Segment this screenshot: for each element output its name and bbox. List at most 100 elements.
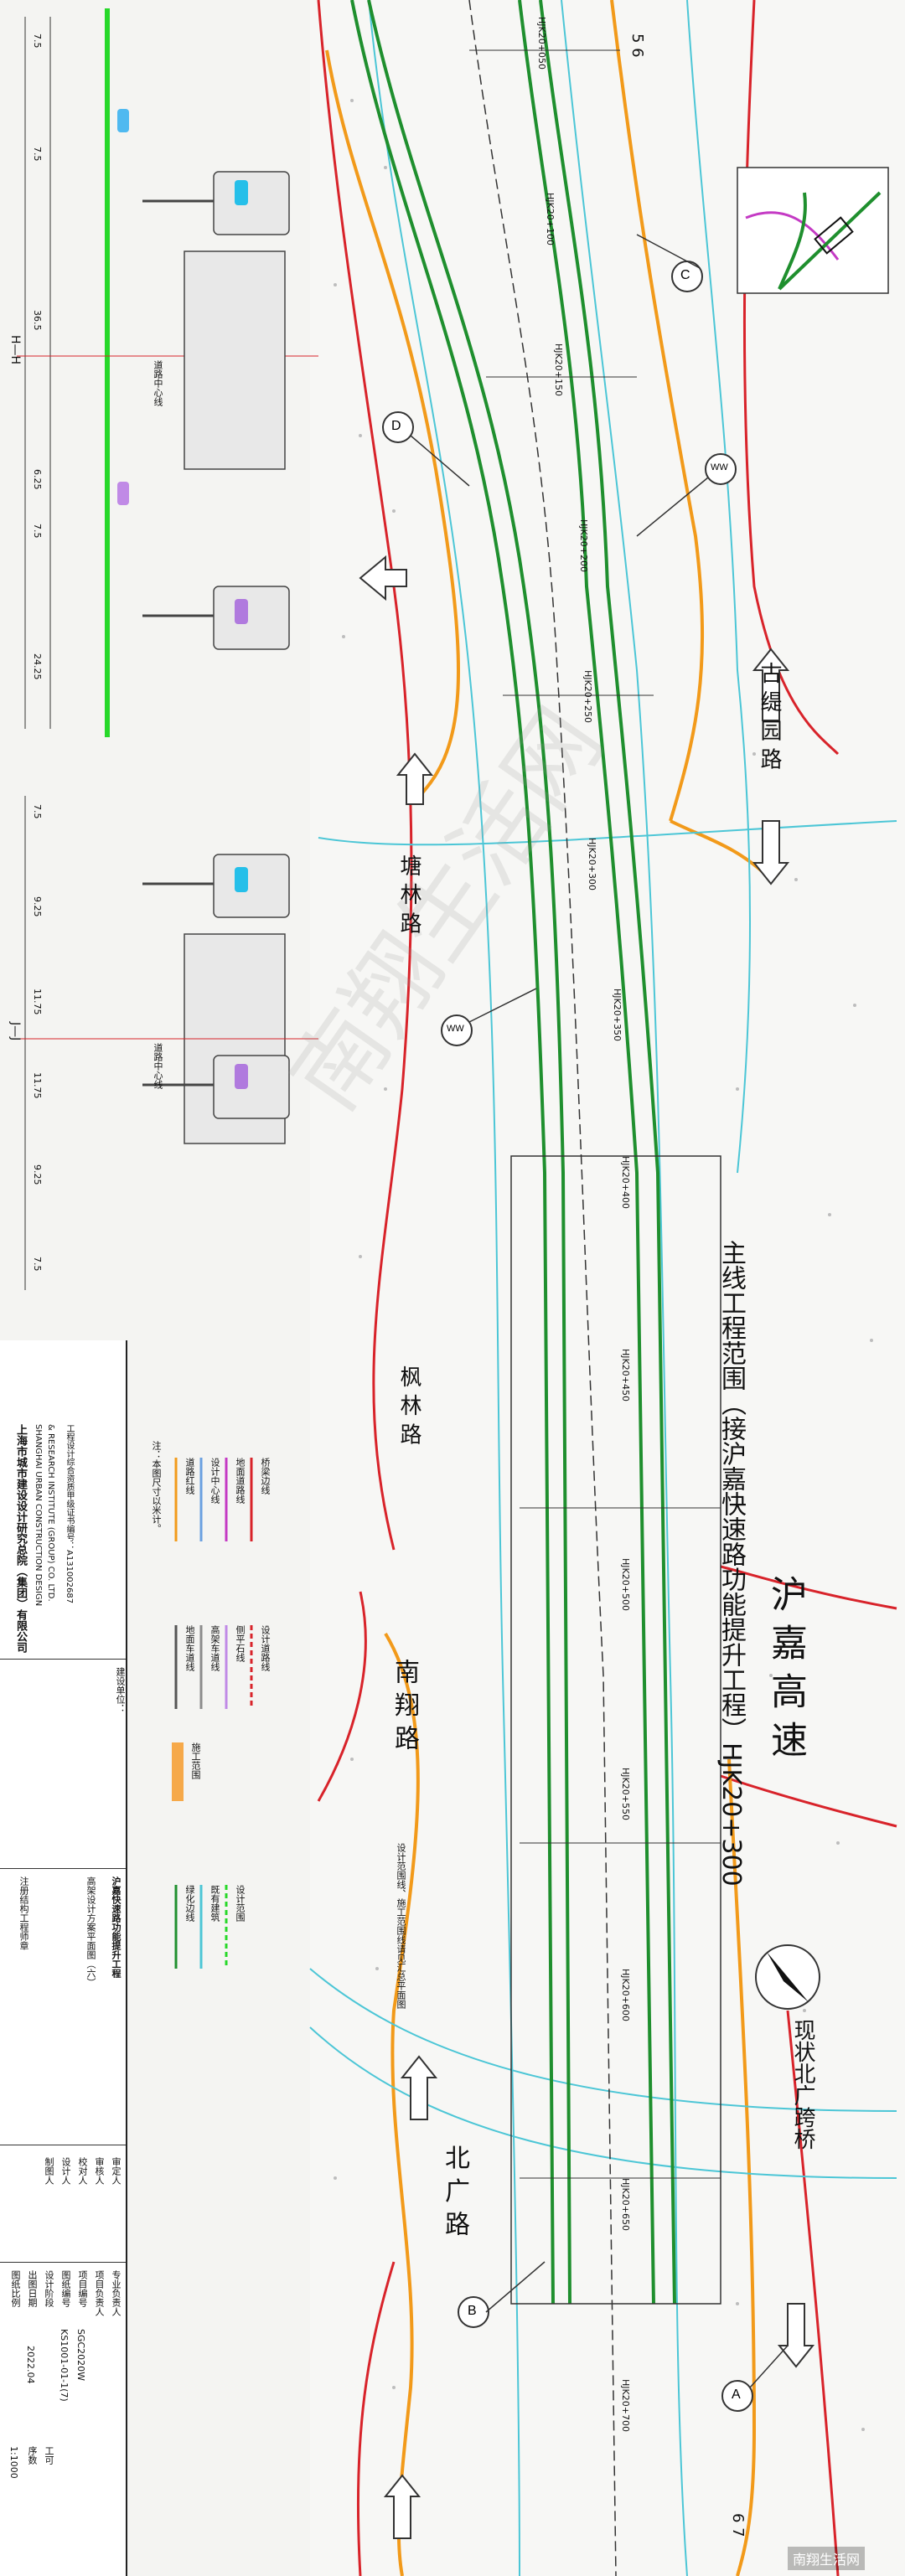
- legend-item: 设计范围: [235, 1885, 246, 1922]
- centerline: [468, 0, 617, 2576]
- institute-en-1: SHANGHAI URBAN CONSTRUCTION DESIGN: [34, 1424, 43, 1607]
- marker-b: B: [468, 2304, 477, 2318]
- station-label: HJK20+150: [553, 343, 564, 396]
- stage: 工可: [44, 2446, 54, 2465]
- dwg-no: KS1001-01-1(7): [59, 2329, 70, 2402]
- arrow-icon: [396, 752, 434, 805]
- traffic-arrows: [359, 555, 815, 2539]
- legend-item: 道路红线: [184, 1458, 195, 1494]
- key-map: [737, 167, 889, 294]
- median-label: 道路中心线: [153, 360, 163, 406]
- arrow-icon: [752, 648, 790, 721]
- station-label: HJK20+050: [536, 17, 547, 70]
- legend-item: 地面道路线: [235, 1458, 246, 1504]
- legend-item: 设计道路线: [260, 1625, 271, 1671]
- proj-no: SGC2020W: [75, 2329, 86, 2382]
- legend-item: 设计中心线: [209, 1458, 220, 1504]
- viaduct-green-lines: [350, 0, 676, 2305]
- section-6-7: 6 7: [729, 2513, 747, 2537]
- road-tanglin: 塘 林 路: [396, 854, 421, 934]
- arrow-icon: [752, 820, 790, 885]
- legend-swatches: [172, 1458, 253, 1969]
- legend-item: 地面车道线: [184, 1625, 195, 1671]
- station-label: HJK20+450: [620, 1349, 631, 1402]
- station-label: HJK20+650: [620, 2178, 631, 2231]
- field-item: 项目负责人: [94, 2270, 105, 2316]
- scale-label: 图纸比例: [10, 2270, 21, 2307]
- legend-item: 高架车道线: [209, 1625, 220, 1671]
- stage-label: 设计阶段: [44, 2270, 54, 2307]
- marker-ww1: WW: [711, 462, 728, 472]
- road-guyi: 古 缇 园 路: [757, 662, 782, 770]
- legend-note: 注：本图尺寸以米计。: [151, 1441, 162, 1533]
- station-label: HJK20+550: [620, 1768, 631, 1820]
- proj-no-label: 项目编号: [77, 2270, 88, 2307]
- institute-en-2: & RESEARCH INSTITUTE (GROUP) CO. LTD.: [46, 1424, 55, 1602]
- dim-label: 6.25: [32, 469, 43, 490]
- station-label: HJK20+600: [620, 1969, 631, 2021]
- station-label: HJK20+100: [545, 193, 556, 245]
- dim-label: 36.5: [32, 310, 43, 331]
- sheet-label: 序数: [27, 2446, 38, 2465]
- arrow-icon: [383, 2474, 421, 2539]
- arrow-icon: [359, 555, 407, 601]
- station-label: HJK20+500: [620, 1558, 631, 1611]
- drawing-name: 高架设计方案平面图（六）: [85, 1877, 96, 1987]
- marker-a: A: [732, 2388, 741, 2402]
- dim-label: 7.5: [32, 524, 43, 539]
- dim-label: 11.75: [32, 1072, 43, 1099]
- institute-name: 上海市城市建设设计研究总院（集团）有限公司: [14, 1424, 27, 1653]
- date-label: 出图日期: [27, 2270, 38, 2307]
- date: 2022.04: [25, 2346, 36, 2384]
- station-label: HJK20+250: [582, 670, 593, 723]
- drawing-title: 主线工程范围（接沪嘉快速路功能提升工程）HJK20+300: [716, 1240, 746, 1887]
- legend-item: 桥梁边线: [260, 1458, 271, 1494]
- road-orange-lines: [325, 0, 773, 2576]
- scale: 1:1000: [8, 2446, 19, 2479]
- vegetation-dots: [334, 99, 873, 2431]
- dim-label: 9.25: [32, 1164, 43, 1185]
- legend-item: 绿化边线: [184, 1885, 195, 1922]
- role-item: 审核人: [94, 2157, 105, 2185]
- north-compass-icon: [755, 1944, 820, 2010]
- dwg-no-label: 图纸编号: [60, 2270, 71, 2307]
- cross-sections: [17, 8, 318, 1290]
- engineer-stamp: 注册结构工程师章: [18, 1877, 29, 1950]
- dim-label: 7.5: [32, 804, 43, 819]
- road-hujia: 沪 嘉 高 速: [764, 1575, 807, 1758]
- dim-label: 24.25: [32, 653, 43, 680]
- dim-label: 11.75: [32, 989, 43, 1015]
- dim-label: 9.25: [32, 896, 43, 917]
- road-beiguang: 北 广 路: [440, 2145, 469, 2237]
- section-jj: J—J: [8, 1022, 22, 1041]
- bridge-label: 现状北广跨桥: [790, 2019, 815, 2150]
- notes: 设计范围线、施工范围线请见汇总平面图: [396, 1843, 406, 2009]
- marker-circles: [382, 261, 753, 2412]
- arrow-icon: [777, 2303, 815, 2368]
- median-label-2: 道路中心线: [153, 1043, 163, 1089]
- marker-c: C: [680, 268, 690, 282]
- project-name: 沪嘉快速路功能提升工程: [111, 1877, 122, 1978]
- station-label: HJK20+400: [620, 1156, 631, 1209]
- station-label: HJK20+200: [578, 519, 589, 572]
- station-label: HJK20+350: [612, 989, 623, 1041]
- client-label: 建设单位：: [115, 1667, 126, 1713]
- institute-cert: 工程设计综合资质甲级证书编号：A131002687: [65, 1424, 74, 1604]
- field-item: 专业负责人: [111, 2270, 122, 2316]
- road-nanxiang: 南 翔 路: [390, 1659, 419, 1751]
- legend-item: 侧平石线: [235, 1625, 246, 1662]
- legend-item: 既有建筑: [209, 1885, 220, 1922]
- dim-label: 7.5: [32, 34, 43, 49]
- role-item: 设计人: [60, 2157, 71, 2185]
- station-ticks: [469, 49, 721, 2179]
- marker-d: D: [391, 419, 401, 433]
- road-fenglin: 枫 林 路: [396, 1365, 421, 1445]
- station-label: HJK20+700: [620, 2379, 631, 2432]
- role-item: 制图人: [44, 2157, 54, 2185]
- leader-lines: [410, 234, 789, 2388]
- station-label: HJK20+300: [587, 838, 597, 891]
- title-block: 上海市城市建设设计研究总院（集团）有限公司 SHANGHAI URBAN CON…: [0, 1340, 127, 2576]
- legend-item: 施工范围: [190, 1742, 201, 1779]
- role-item: 审定人: [111, 2157, 122, 2185]
